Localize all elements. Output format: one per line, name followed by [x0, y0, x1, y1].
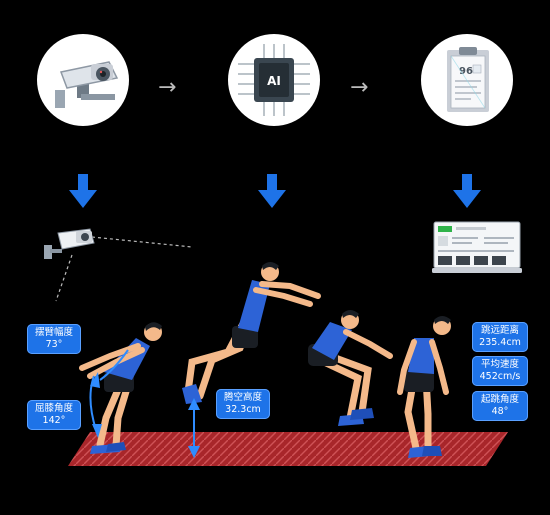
camera-circle: [37, 34, 129, 126]
athlete-crouch: [79, 322, 162, 454]
report-score: 96: [459, 66, 473, 77]
jump-distance-badge: 跳远距离 235.4cm: [472, 322, 528, 352]
knee-angle-value: 142°: [42, 415, 66, 426]
avg-speed-label: 平均速度: [480, 359, 519, 370]
takeoff-angle-label: 起跳角度: [480, 394, 519, 405]
flow-arrow-1: →: [158, 75, 177, 100]
arm-swing-badge: 摆臂幅度 73°: [27, 324, 81, 354]
jump-distance-value: 235.4cm: [479, 337, 521, 348]
chip-text: AI: [267, 74, 281, 88]
avg-speed-badge: 平均速度 452cm/s: [472, 356, 528, 386]
flow-arrow-2: →: [350, 75, 369, 100]
jump-distance-label: 跳远距离: [480, 325, 519, 336]
security-camera-icon: [44, 228, 193, 302]
athlete-standing: [397, 316, 451, 458]
ai-chip-icon: AI: [238, 44, 310, 116]
knee-angle-badge: 屈膝角度 142°: [27, 400, 81, 430]
ai-chip-circle: AI: [228, 34, 320, 126]
arm-swing-value: 73°: [45, 339, 63, 350]
air-height-label: 腾空高度: [223, 392, 262, 403]
arm-swing-label: 摆臂幅度: [34, 327, 73, 338]
athlete-landing: [308, 310, 393, 426]
down-arrow-2: [258, 174, 286, 208]
report-clipboard-icon: 96: [447, 47, 489, 112]
down-arrow-1: [69, 174, 97, 208]
camera-icon: [55, 61, 119, 108]
knee-angle-label: 屈膝角度: [34, 403, 73, 414]
air-height-value: 32.3cm: [225, 404, 261, 415]
jump-mat: [68, 432, 508, 466]
avg-speed-value: 452cm/s: [479, 371, 521, 382]
athlete-flight: [182, 262, 321, 404]
laptop-report-icon: [432, 221, 522, 273]
report-circle: 96: [421, 34, 513, 126]
takeoff-angle-badge: 起跳角度 48°: [472, 391, 528, 421]
takeoff-angle-value: 48°: [491, 406, 509, 417]
down-arrow-3: [453, 174, 481, 208]
air-height-badge: 腾空高度 32.3cm: [216, 389, 270, 419]
